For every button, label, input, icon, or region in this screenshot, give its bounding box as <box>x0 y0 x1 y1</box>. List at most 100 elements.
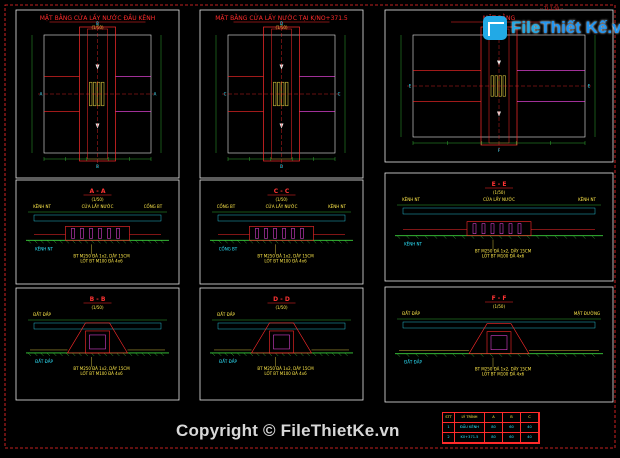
section-note: LÓT BT M100 ĐÁ 4x6 <box>80 258 123 263</box>
embankment-trapezoid <box>250 322 313 354</box>
ground-hatch <box>27 240 32 244</box>
ground-hatch <box>147 240 152 244</box>
ground-hatch <box>508 235 512 239</box>
section-mark: D <box>280 21 283 26</box>
ground-hatch <box>287 352 291 357</box>
section-note: BT M250 ĐÁ 1x2, DÀY 15CM <box>73 366 130 371</box>
site-logo[interactable]: FileThiết Kế.vn <box>483 16 620 44</box>
elevation-strip <box>33 214 162 222</box>
ground-hatch <box>433 235 438 239</box>
legend-cell: 1 <box>443 423 455 432</box>
culvert-opening <box>490 335 508 350</box>
ground-hatch <box>116 352 120 357</box>
ground-hatch <box>433 353 438 357</box>
ground-hatch <box>325 352 329 357</box>
culvert-body <box>65 226 130 241</box>
ground-hatch <box>582 235 586 239</box>
section-mark: B <box>96 21 99 26</box>
culvert-pier <box>490 223 495 234</box>
ground-hatch <box>128 240 133 244</box>
culvert-opening <box>89 334 106 350</box>
ground-hatch <box>65 240 70 244</box>
ground-hatch <box>471 235 475 239</box>
legend-cell: 80 <box>485 423 503 432</box>
section-title: C - C <box>274 188 290 195</box>
ground-hatch <box>300 352 304 357</box>
section-note: BT M250 ĐÁ 1x2, DÀY 15CM <box>475 367 532 372</box>
section-label-right: KÊNH NT <box>578 197 596 202</box>
plan-scale: (1/50) <box>275 25 288 30</box>
ground-hatch <box>46 240 51 244</box>
side-note: ĐẤT ĐẮP <box>35 359 53 364</box>
section-label-left: CỐNG BT <box>217 204 236 209</box>
section-label-mid: CỬA LẤY NƯỚC <box>266 204 298 209</box>
side-note: ĐẤT ĐẮP <box>404 360 422 365</box>
section-label-left: ĐẤT ĐẮP <box>217 312 235 317</box>
culvert-pier <box>481 223 486 234</box>
legend-cell: 60 <box>503 423 521 432</box>
ground-hatch <box>461 235 466 239</box>
ground-hatch <box>344 240 348 244</box>
ground-hatch <box>154 352 158 357</box>
ground-hatch <box>293 352 298 357</box>
culvert-pier <box>273 228 277 239</box>
ground-hatch <box>91 240 95 244</box>
ground-hatch <box>480 235 484 239</box>
ground-hatch <box>275 240 279 244</box>
ground-hatch <box>72 352 76 357</box>
legend-cell: 40 <box>521 433 539 442</box>
culvert-opening <box>273 334 290 350</box>
section-view-3: E - E (1/50) KÊNH NT CỬA LẤY NƯỚC KÊNH NT BT … <box>395 181 603 259</box>
ground-hatch <box>78 352 82 357</box>
legend-cell: ĐẦU KÊNH <box>455 423 485 432</box>
culvert-pier <box>517 223 522 234</box>
section-title: F - F <box>492 295 507 302</box>
section-mark: E <box>409 84 412 89</box>
side-note: KÊNH NT <box>35 246 53 251</box>
ground-hatch <box>262 240 266 244</box>
ground-hatch <box>573 235 577 239</box>
culvert-pier <box>291 228 295 239</box>
culvert-pier <box>89 228 93 239</box>
ground-hatch <box>262 352 266 357</box>
ground-hatch <box>591 353 595 357</box>
section-mark: A <box>40 92 43 97</box>
ground-hatch <box>224 240 228 244</box>
ground-hatch <box>65 352 70 357</box>
ground-hatch <box>281 352 285 357</box>
section-scale: (1/50) <box>275 197 288 202</box>
panel-frame-9 <box>384 286 614 403</box>
legend-cell: 60 <box>503 433 521 442</box>
ground-hatch <box>59 240 63 244</box>
ground-hatch <box>160 352 164 357</box>
panel-frame-3 <box>384 9 614 163</box>
section-scale: (1/50) <box>493 190 506 195</box>
ground-hatch <box>268 240 273 244</box>
section-mark: C <box>224 92 227 97</box>
ground-hatch <box>415 235 419 239</box>
embankment-trapezoid <box>66 322 129 354</box>
section-title: D - D <box>273 296 290 303</box>
section-label-mid: CỬA LẤY NƯỚC <box>483 197 515 202</box>
ground-hatch <box>97 240 101 244</box>
ground-hatch <box>218 352 222 357</box>
section-scale: (1/50) <box>275 305 288 310</box>
section-label-left: KÊNH NT <box>402 197 420 202</box>
ground-hatch <box>249 240 254 244</box>
section-note: BT M250 ĐÁ 1x2, DÀY 15CM <box>475 249 532 254</box>
plan-scale: (1/50) <box>91 25 104 30</box>
section-title: E - E <box>492 181 507 188</box>
elevation-strip <box>33 322 162 330</box>
ground-hatch <box>53 352 57 357</box>
culvert-pier <box>499 223 504 234</box>
ground-hatch <box>84 352 89 357</box>
ground-hatch <box>275 352 279 357</box>
culvert-box <box>269 330 294 354</box>
ground-hatch <box>78 240 82 244</box>
